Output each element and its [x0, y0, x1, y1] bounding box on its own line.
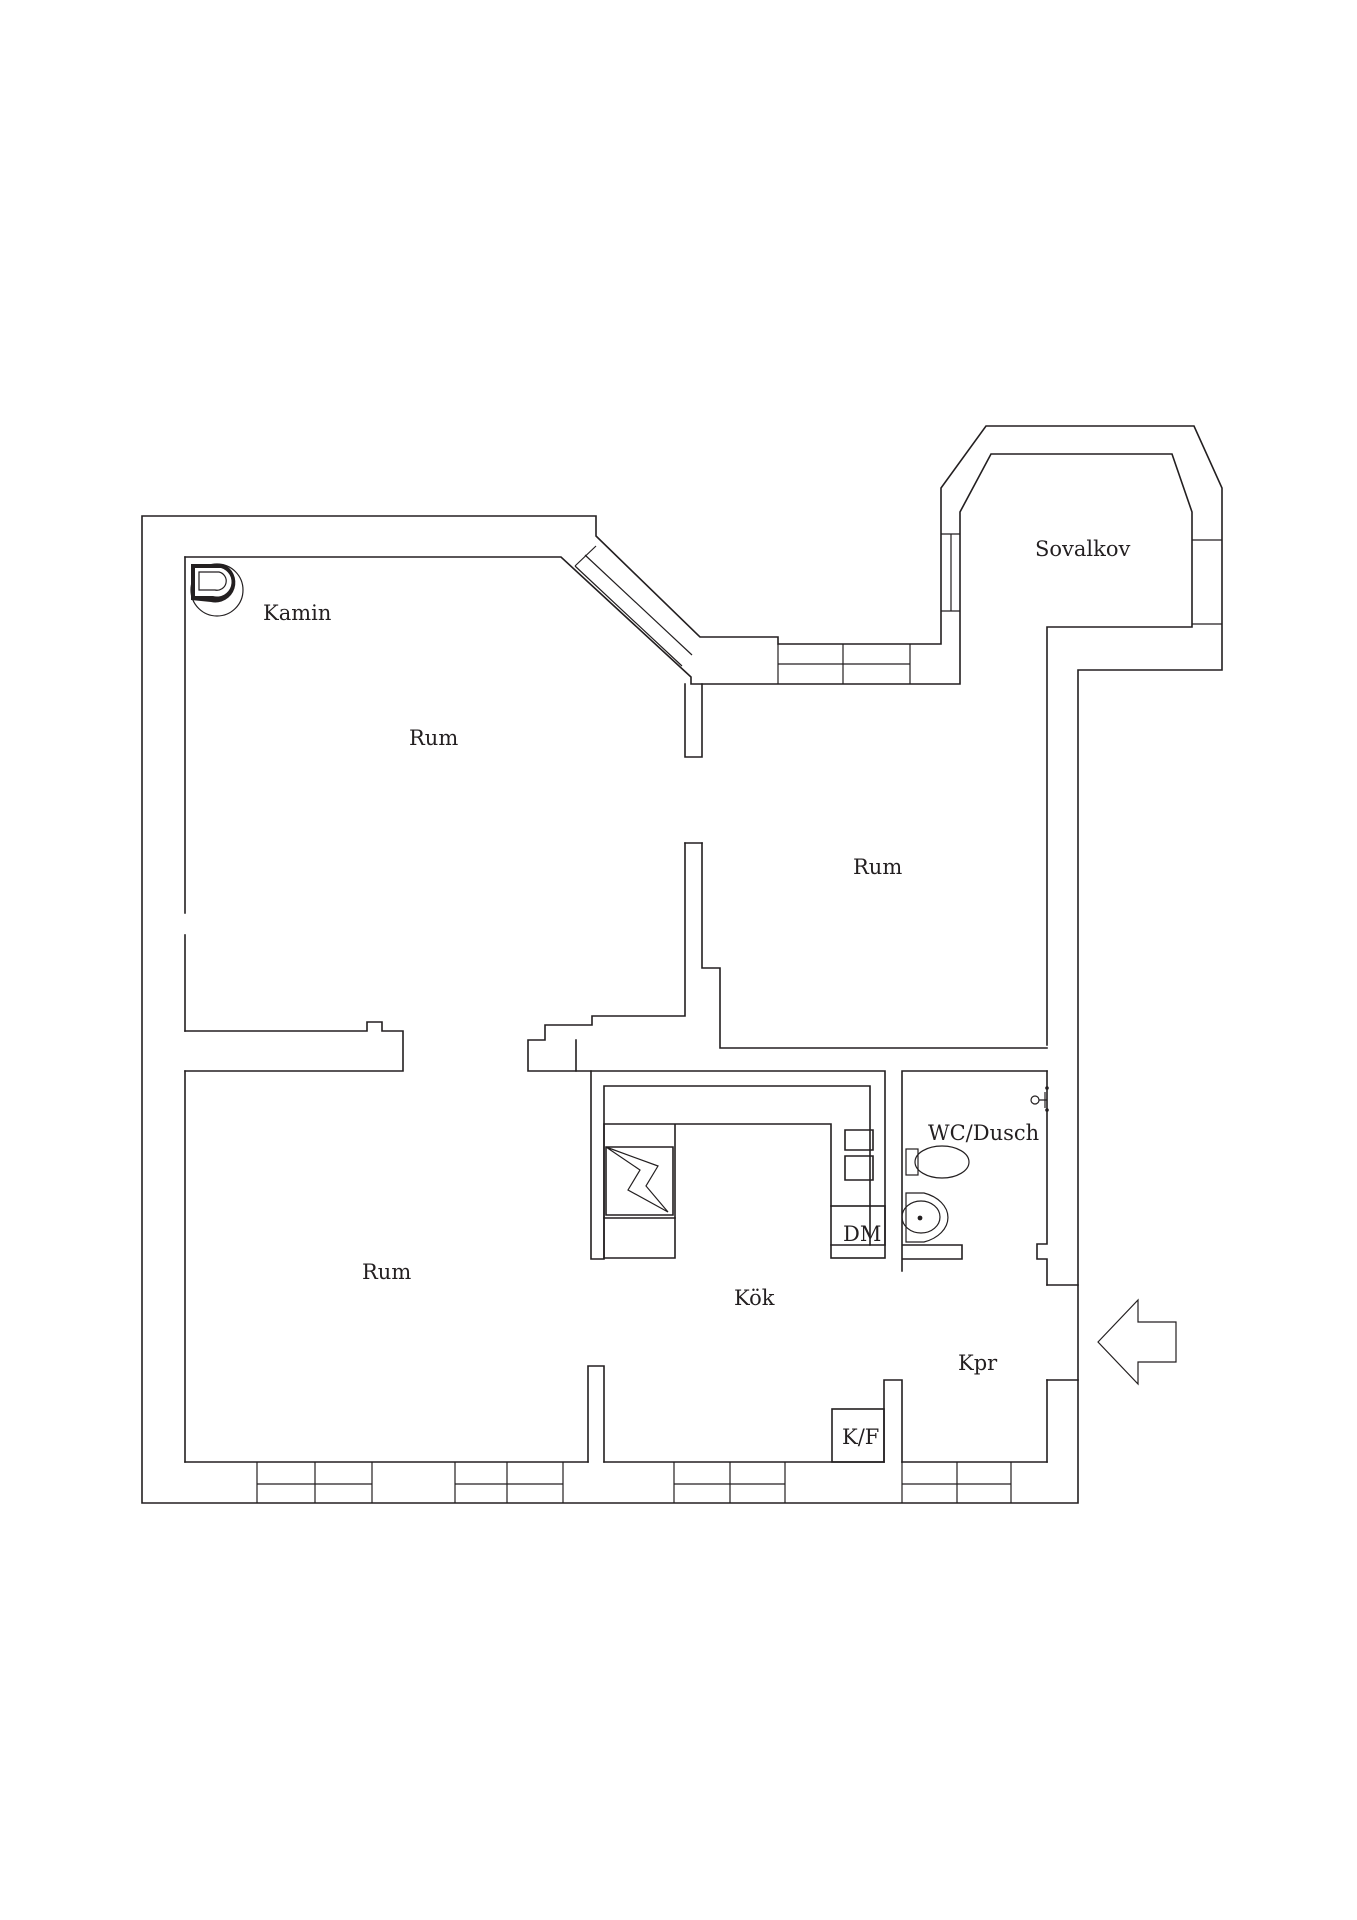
label-kpr: Kpr — [958, 1351, 998, 1375]
window-sovalkov-west — [941, 533, 960, 612]
kitchen-north-wall — [575, 1070, 886, 1246]
dm-box — [830, 1205, 886, 1259]
label-dm: DM — [843, 1222, 881, 1246]
kitchen-counter — [603, 1123, 832, 1259]
window-sovalkov-east — [1192, 539, 1222, 625]
label-rum-1: Rum — [409, 726, 458, 750]
window-south-2 — [454, 1462, 564, 1503]
label-sovalkov: Sovalkov — [1035, 537, 1130, 561]
partition-stub-top — [684, 683, 703, 758]
toilet-icon — [905, 1145, 970, 1179]
window-diagonal — [574, 554, 693, 667]
fireplace-icon — [190, 563, 244, 617]
partition-kok-kpr — [883, 1379, 903, 1463]
window-diagonal-end — [574, 545, 597, 567]
window-south-3 — [673, 1462, 786, 1503]
label-wc-dusch: WC/Dusch — [928, 1121, 1039, 1145]
window-south-1 — [256, 1462, 373, 1503]
partition-rum3-kok-lower — [587, 1365, 605, 1463]
interior-walls — [184, 683, 1048, 1463]
label-kamin: Kamin — [263, 601, 331, 625]
partition-rum1-rum3 — [184, 1021, 404, 1072]
shower-icon — [1030, 1086, 1049, 1112]
label-rum-2: Rum — [853, 855, 902, 879]
inner-wall-outline — [184, 453, 1193, 1046]
bathroom-east-wall — [1036, 1070, 1048, 1286]
windows — [256, 533, 1222, 1503]
label-kok: Kök — [734, 1286, 775, 1310]
partition-rum2-south — [701, 842, 1048, 1049]
outer-wall-outline — [141, 425, 1223, 1504]
stair-icon — [605, 1146, 674, 1216]
stove-units — [844, 1129, 874, 1181]
label-kf: K/F — [842, 1425, 879, 1449]
entrance-arrow-icon — [1097, 1298, 1177, 1386]
window-top-pair — [777, 644, 911, 684]
label-rum-3: Rum — [362, 1260, 411, 1284]
window-south-4 — [901, 1462, 1012, 1503]
bathroom-wall — [901, 1070, 1048, 1272]
outer-walls — [141, 425, 1223, 1504]
sink-icon — [901, 1192, 949, 1243]
room-labels: Kamin Rum Rum Rum Sovalkov WC/Dusch DM K… — [263, 537, 1130, 1449]
partition-rum1-rum2 — [527, 842, 686, 1072]
kf-cabinet — [831, 1408, 885, 1463]
